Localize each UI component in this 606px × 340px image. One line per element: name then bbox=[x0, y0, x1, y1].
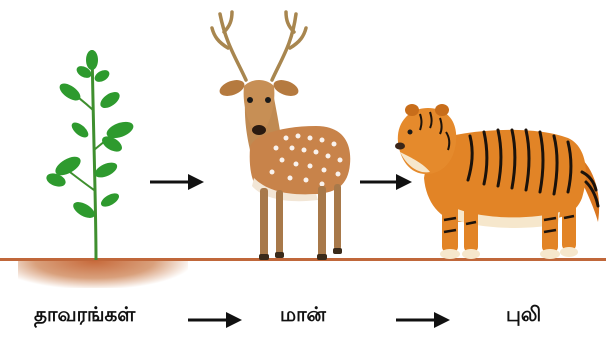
producer-label: தாவரங்கள் bbox=[34, 300, 135, 328]
soil-patch bbox=[18, 258, 188, 288]
tiger-image bbox=[390, 102, 604, 260]
arrow-plant-to-deer bbox=[150, 174, 204, 190]
primary-consumer-label: மான் bbox=[280, 300, 326, 328]
secondary-consumer-label: புலி bbox=[506, 300, 541, 328]
deer-image bbox=[206, 8, 356, 262]
arrow-label-producer-to-consumer bbox=[188, 312, 242, 328]
plant-image bbox=[40, 40, 140, 260]
arrow-label-consumer-to-predator bbox=[396, 312, 450, 328]
